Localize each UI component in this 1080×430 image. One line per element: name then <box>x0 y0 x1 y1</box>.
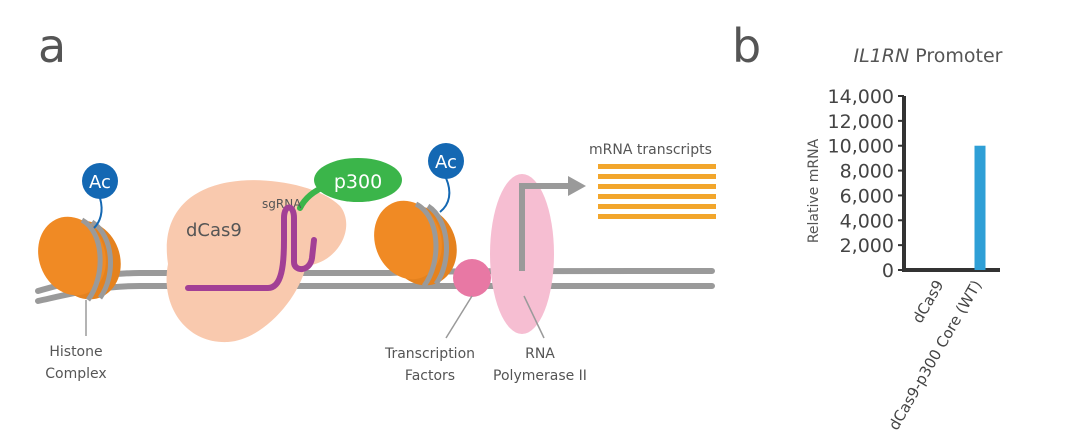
panel-a: a Ac dCas9 p300 <box>35 19 716 384</box>
chart-title-rest: Promoter <box>909 45 1002 67</box>
y-tick-label: 14,000 <box>828 86 894 108</box>
transcription-arrow <box>519 176 586 271</box>
chart-title-gene: IL1RN <box>854 45 910 67</box>
y-tick-label: 4,000 <box>840 210 894 232</box>
p300-domain: p300 <box>297 158 402 211</box>
histone-label-line2: Complex <box>45 366 106 382</box>
ac-label-right: Ac <box>435 152 457 173</box>
histone-label-line1: Histone <box>49 344 102 360</box>
panel-b-letter: b <box>732 19 761 73</box>
y-axis-label: Relative mRNA <box>806 138 822 243</box>
rnapol-label-line1: RNA <box>525 346 555 362</box>
histone-complex-left <box>38 216 121 302</box>
callout-labels: Histone Complex Transcription Factors RN… <box>45 344 587 384</box>
x-tick-label: dCas9 <box>909 277 948 326</box>
chart-title: IL1RN Promoter <box>854 45 1003 67</box>
histone-complex-right <box>374 200 457 288</box>
ac-label-left: Ac <box>89 172 111 193</box>
dna-strand-bottom <box>35 282 715 304</box>
y-tick-label: 0 <box>882 260 894 282</box>
tf-label-line1: Transcription <box>384 346 475 362</box>
dcas9-shape <box>166 180 347 343</box>
transcription-factor <box>453 259 491 297</box>
acetyl-marker-left: Ac <box>82 163 118 229</box>
leader-lines <box>85 295 545 339</box>
acetyl-marker-right: Ac <box>428 143 464 213</box>
y-tick-label: 12,000 <box>828 111 894 133</box>
rnapol-label-line2: Polymerase II <box>493 368 587 384</box>
mrna-label: mRNA transcripts <box>589 142 712 158</box>
y-tick-label: 8,000 <box>840 161 894 183</box>
mrna-transcripts: mRNA transcripts <box>589 142 716 219</box>
y-tick-label: 2,000 <box>840 235 894 257</box>
dcas9-complex: dCas9 <box>166 180 347 343</box>
panel-a-letter: a <box>38 19 66 73</box>
tf-label-line2: Factors <box>405 368 455 384</box>
sgrna-label: sgRNA <box>262 197 302 211</box>
sgrna-strand <box>185 204 317 291</box>
dcas9-label: dCas9 <box>186 220 242 241</box>
dna-strands <box>35 259 715 304</box>
p300-label: p300 <box>334 171 382 193</box>
y-tick-label: 10,000 <box>828 136 894 158</box>
y-tick-label: 6,000 <box>840 185 894 207</box>
sgrna: sgRNA <box>185 197 317 291</box>
bar <box>974 145 986 270</box>
